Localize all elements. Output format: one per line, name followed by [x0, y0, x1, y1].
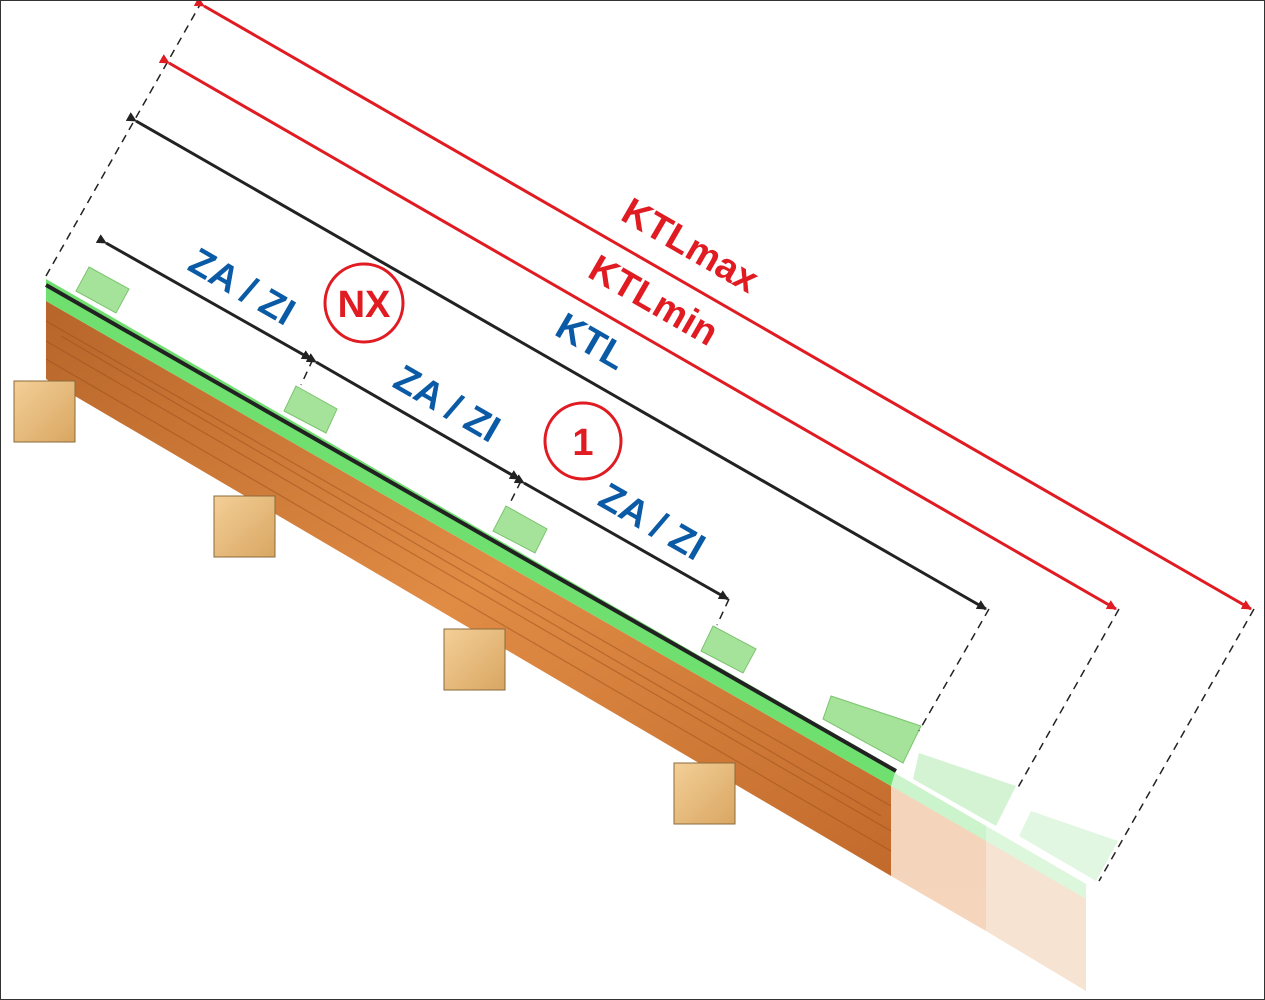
batten-4 [673, 762, 736, 825]
ktl-max-dimension [193, 1, 1252, 611]
underlay-membrane [46, 279, 896, 786]
marker-1: 1 [543, 401, 623, 481]
batten-3 [443, 628, 506, 691]
batten-2 [213, 495, 276, 558]
label-ktl: KTL [549, 305, 634, 378]
marker-nx-text: NX [338, 284, 391, 326]
roof-surface-line [45, 283, 897, 773]
faded-extension-1 [891, 753, 1016, 931]
marker-nx: NX [323, 262, 405, 344]
batten-1 [13, 380, 76, 443]
rafter-board [46, 301, 891, 876]
marker-1-text: 1 [572, 422, 593, 464]
battens [13, 380, 736, 825]
faded-extension-2 [986, 811, 1118, 991]
